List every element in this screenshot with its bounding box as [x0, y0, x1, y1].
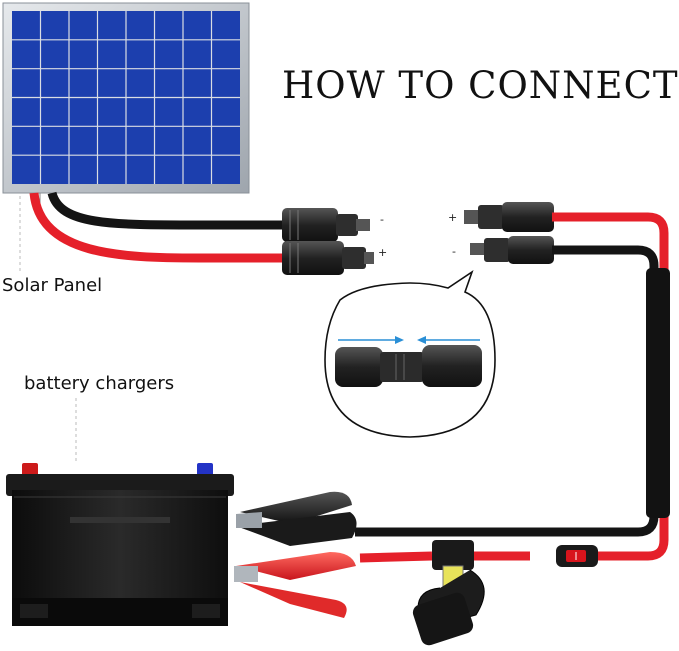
battery: [6, 463, 234, 626]
solar-panel: [2, 2, 250, 205]
cable-sleeve: [646, 268, 670, 518]
right-connector-positive: [464, 202, 554, 232]
panel-grid: [12, 11, 240, 184]
polarity-left-bottom: +: [378, 246, 388, 259]
polarity-right-top: +: [448, 211, 458, 224]
battery-label: battery chargers: [24, 373, 175, 394]
polarity-left-top: -: [380, 213, 384, 226]
solar-panel-label: Solar Panel: [2, 275, 103, 296]
polarity-right-bottom: -: [452, 245, 456, 258]
fuse-holder: [412, 540, 485, 646]
black-clamp: [236, 491, 357, 546]
solar-red-cable: [29, 192, 285, 263]
left-connector-negative: [282, 208, 370, 242]
right-connector-negative: [470, 236, 554, 264]
rocker-switch: [556, 545, 598, 567]
left-connector-positive: [282, 241, 374, 275]
connection-callout: [324, 270, 496, 438]
page-title: HOW TO CONNECT: [282, 64, 679, 107]
red-clamp: [234, 552, 356, 618]
solar-black-cable: [47, 191, 285, 230]
